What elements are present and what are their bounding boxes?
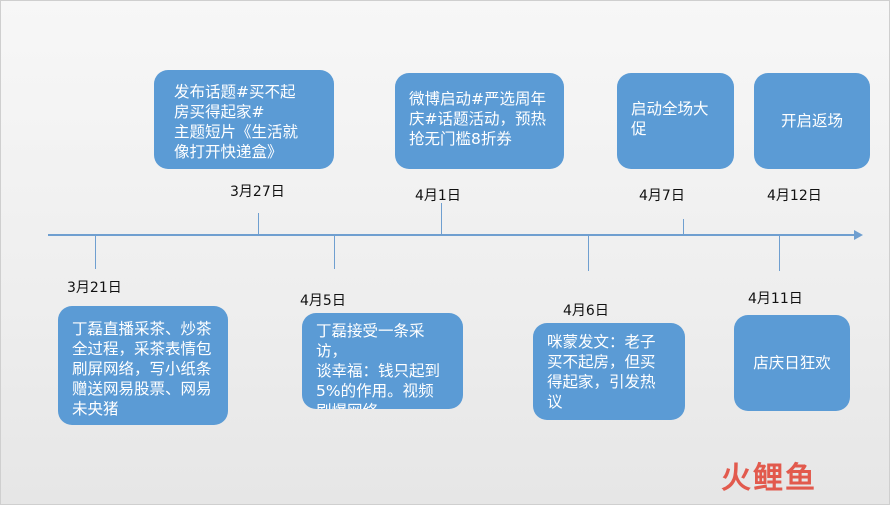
tick-4-1 xyxy=(441,203,442,235)
tick-4-11 xyxy=(779,235,780,271)
tick-3-27 xyxy=(258,213,259,235)
timeline-axis xyxy=(48,234,856,236)
event-date: 3月21日 xyxy=(67,280,122,296)
tick-4-7 xyxy=(683,219,684,235)
event-box-3-27: 发布话题#买不起 房买得起家# 主题短片《生活就 像打开快递盒》 xyxy=(154,70,334,169)
event-date: 4月6日 xyxy=(563,303,609,319)
tick-4-6 xyxy=(588,235,589,271)
event-date: 4月1日 xyxy=(415,188,461,204)
timeline-arrow-icon xyxy=(854,230,863,240)
event-date: 4月11日 xyxy=(748,291,803,307)
event-date: 3月27日 xyxy=(230,184,285,200)
event-box-4-5: 丁磊接受一条采访， 谈幸福：钱只起到 5%的作用。视频 刷爆网络 xyxy=(302,313,463,409)
event-box-3-21: 丁磊直播采茶、炒茶 全过程，采茶表情包 刷屏网络，写小纸条 赠送网易股票、网易 … xyxy=(58,306,228,425)
event-date: 4月5日 xyxy=(300,293,346,309)
tick-3-21 xyxy=(95,235,96,269)
event-box-4-12: 开启返场 xyxy=(754,73,870,169)
event-date: 4月12日 xyxy=(767,188,822,204)
event-box-4-7: 启动全场大 促 xyxy=(617,73,734,169)
event-box-4-6: 咪蒙发文：老子 买不起房，但买 得起家，引发热 议 xyxy=(533,323,685,420)
watermark-logo: 火鲤鱼 xyxy=(721,461,817,496)
event-date: 4月7日 xyxy=(639,188,685,204)
event-box-4-1: 微博启动#严选周年 庆#话题活动，预热 抢无门槛8折券 xyxy=(395,73,564,169)
tick-4-5 xyxy=(334,235,335,269)
event-box-4-11: 店庆日狂欢 xyxy=(734,315,850,411)
